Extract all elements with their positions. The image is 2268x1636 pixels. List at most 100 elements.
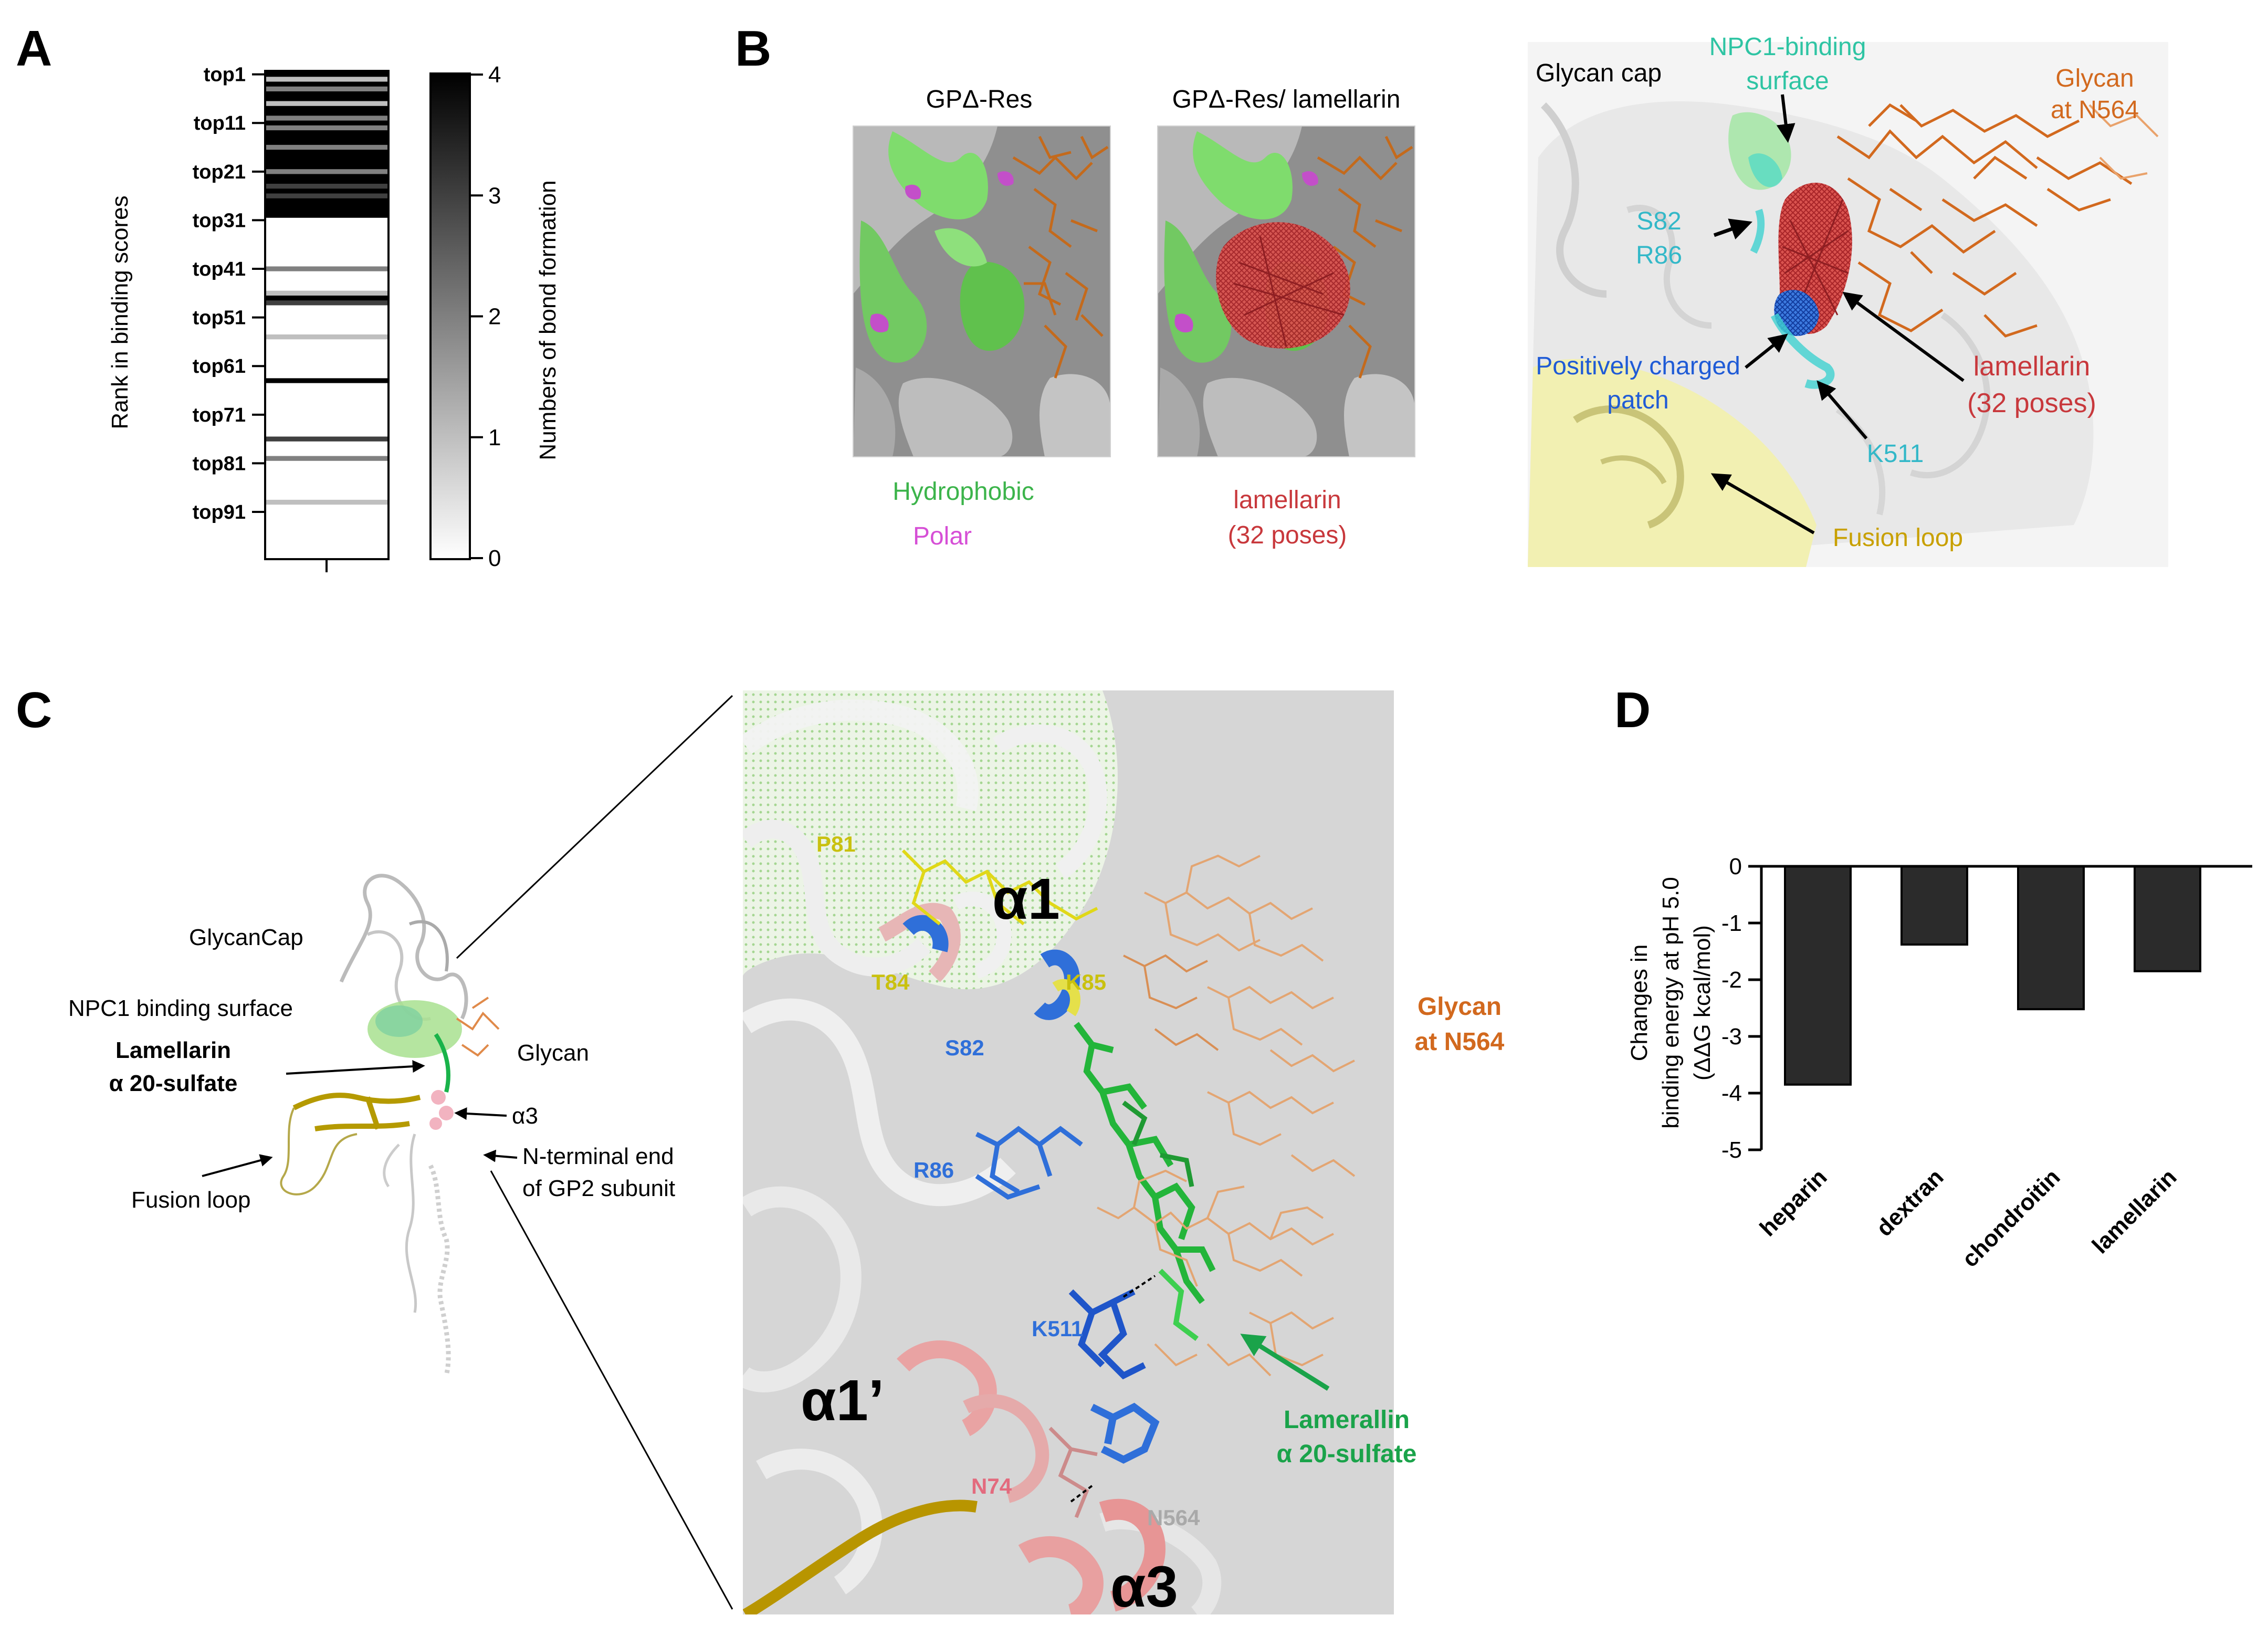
n564-label: N564	[1147, 1505, 1200, 1530]
rank-stripe	[266, 290, 387, 296]
rank-stripe	[266, 441, 387, 447]
lamellarin-label-1: lamellarin	[1973, 351, 2091, 382]
category-label: chondroitin	[1957, 1164, 2065, 1272]
rank-stripe	[266, 393, 387, 398]
rank-stripe	[266, 116, 387, 121]
rank-stripe	[266, 295, 387, 301]
rank-stripe	[266, 349, 387, 354]
panel-b: GPΔ-Res GPΔ-Res/ lamellarin	[853, 33, 2168, 567]
rank-stripe	[266, 378, 387, 384]
rank-stripe	[266, 120, 387, 126]
rank-stripe	[266, 96, 387, 102]
lamellarin-small-label-1: Lamellarin	[116, 1037, 231, 1063]
rank-stripe	[266, 373, 387, 379]
bar-chondroitin	[2017, 865, 2085, 1011]
rank-stripe	[266, 213, 387, 218]
glycan-cap-label: Glycan cap	[1536, 59, 1662, 87]
category-label: lamellarin	[2087, 1164, 2182, 1259]
rank-stripe	[266, 135, 387, 141]
arrow-s82-r86	[1713, 218, 1752, 240]
rank-stripe	[266, 266, 387, 272]
rank-stripe	[266, 553, 387, 559]
rank-stripe	[266, 426, 387, 432]
k85-label: K85	[1066, 970, 1106, 994]
rank-stripe	[266, 300, 387, 306]
rank-stripe	[266, 490, 387, 496]
panel-label-a: A	[16, 20, 52, 77]
rank-tick-label: top21	[193, 161, 246, 183]
rank-tick-label: top1	[204, 64, 246, 86]
k511-label: K511	[1867, 440, 1924, 468]
alpha3-small-label: α3	[512, 1103, 538, 1129]
rank-stripe	[266, 480, 387, 486]
panel-label-b: B	[735, 20, 771, 77]
rank-stripe	[266, 198, 387, 204]
chart-ylabel-1: Changes in	[1626, 945, 1652, 1062]
rank-stripe	[266, 232, 387, 238]
surface-image-left	[853, 126, 1110, 457]
rank-heat-stripes	[266, 72, 387, 559]
panel-b-title-left: GPΔ-Res	[926, 86, 1033, 113]
rank-stripe	[266, 495, 387, 500]
rank-stripe	[266, 460, 387, 466]
colorbar-tick-label: 4	[488, 62, 501, 88]
legend-lamellarin-1: lamellarin	[1233, 486, 1341, 514]
fusion-small-label: Fusion loop	[131, 1187, 250, 1213]
zoom-structure	[743, 690, 1394, 1614]
rank-stripe	[266, 77, 387, 82]
bar-heparin	[1784, 865, 1852, 1086]
rank-stripe	[266, 533, 387, 539]
alpha1-label: α1	[992, 867, 1060, 931]
colorbar-tick-label: 2	[488, 304, 501, 330]
rank-stripe	[266, 169, 387, 175]
y-tick-label: -3	[1721, 1024, 1742, 1050]
rank-tick-label: top61	[193, 355, 246, 377]
glycancap-label: GlycanCap	[189, 925, 303, 950]
rank-tick-label: top31	[193, 209, 246, 232]
positive-patch-label-2: patch	[1607, 386, 1668, 414]
colorbar-label: Numbers of bond formation	[535, 180, 561, 460]
rank-stripe	[266, 91, 387, 97]
rank-stripe	[266, 475, 387, 481]
rank-stripe	[266, 470, 387, 476]
rank-stripe	[266, 223, 387, 228]
k511-zoom-label: K511	[1032, 1316, 1083, 1341]
t84-label: T84	[872, 970, 910, 994]
arrow-npc1	[1776, 94, 1796, 143]
rank-stripe	[266, 397, 387, 403]
colorbar-tick-label: 3	[488, 183, 501, 208]
rank-stripe	[266, 363, 387, 369]
zoom-line-top	[456, 695, 733, 959]
rank-stripe	[266, 451, 387, 457]
rank-stripe	[266, 130, 387, 135]
positive-patch-label-1: Positively charged	[1536, 352, 1740, 380]
rank-stripe	[266, 368, 387, 374]
rank-stripe	[266, 227, 387, 233]
rank-stripe	[266, 179, 387, 184]
chart-y-ticks: 0-1-2-3-4-5	[1721, 854, 1761, 1163]
rank-stripe	[266, 183, 387, 189]
rank-stripe	[266, 320, 387, 326]
rank-stripe	[266, 159, 387, 165]
rank-stripe	[266, 174, 387, 180]
r86-zoom-label: R86	[914, 1158, 954, 1182]
overview-structure	[280, 874, 500, 1377]
arrow-fusion-small	[202, 1154, 273, 1177]
panel-b-title-mid: GPΔ-Res/ lamellarin	[1172, 86, 1401, 113]
colorbar	[429, 72, 471, 560]
rank-tick-label: top71	[193, 404, 246, 426]
rank-stripe	[266, 417, 387, 423]
legend-hydrophobic: Hydrophobic	[892, 478, 1034, 506]
glycan-zoom-label-1: Glycan	[1418, 993, 1502, 1021]
arrow-k511	[1816, 380, 1868, 439]
rank-stripe	[266, 499, 387, 505]
rank-stripe	[266, 276, 387, 281]
arrow-alpha3-small	[454, 1107, 507, 1120]
rank-stripe	[266, 281, 387, 287]
rank-stripe	[266, 514, 387, 520]
rank-stripe	[266, 101, 387, 107]
alpha1-prime-label: α1’	[801, 1368, 884, 1433]
y-tick-label: -1	[1721, 910, 1742, 936]
